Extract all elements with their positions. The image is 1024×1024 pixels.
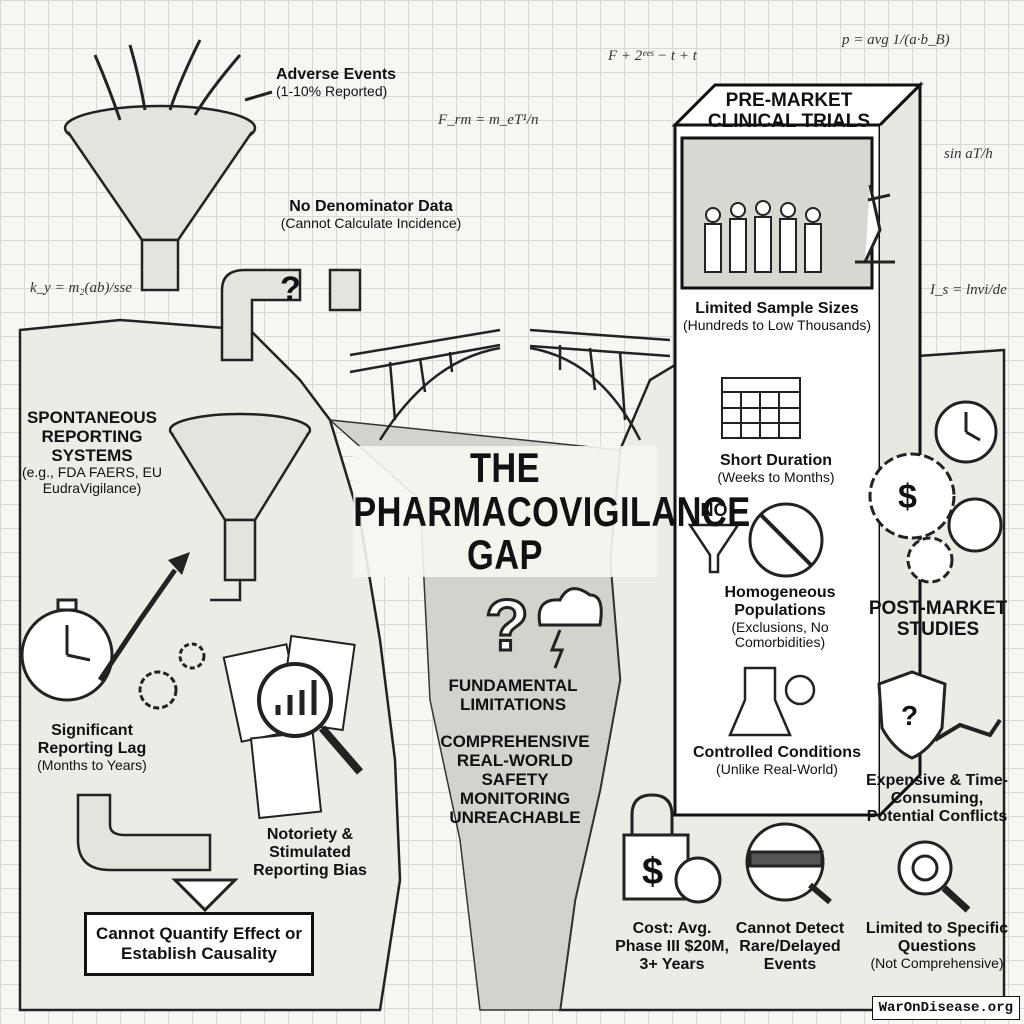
adverse-events-sub: (1-10% Reported) [276, 82, 388, 99]
drain-pipe [76, 793, 212, 872]
expensive-title: Expensive & Time-Consuming, Potential Co… [866, 772, 1008, 825]
postmarket-label: POST-MARKET STUDIES [868, 598, 1008, 641]
no-text: NO [700, 500, 728, 520]
expensive-label: Expensive & Time-Consuming, Potential Co… [862, 772, 1012, 826]
formula-3: F_rm = m_eT¹/n [438, 112, 539, 128]
funnel-lower [168, 412, 312, 602]
controlled-label: Controlled Conditions (Unlike Real-World… [682, 744, 872, 778]
gear-icon [138, 670, 178, 710]
homog-sub: (Exclusions, No Comorbidities) [731, 618, 829, 651]
denominator-label: No Denominator Data (Cannot Calculate In… [262, 198, 480, 232]
homog-title: Homogeneous Populations [724, 584, 836, 619]
dollar-icon: $ [898, 478, 917, 516]
funnel-small-icon [687, 523, 741, 574]
funnel-top [63, 104, 257, 292]
postmarket-title: POST-MARKET STUDIES [868, 598, 1008, 641]
rare-label: Cannot Detect Rare/Delayed Events [730, 920, 850, 974]
microscope-icon [855, 184, 895, 264]
title-line-3: GAP [467, 531, 543, 579]
lock-dollar-icon: $ [642, 851, 663, 893]
handshake-icon [933, 718, 1002, 742]
rare-title: Cannot Detect Rare/Delayed Events [735, 920, 845, 973]
no-label: NO [694, 500, 734, 520]
limited-sub: (Not Comprehensive) [870, 954, 1004, 971]
gear-icon [178, 642, 206, 670]
no-group-icon [748, 502, 824, 578]
calendar-icon [721, 377, 801, 439]
duration-sub: (Weeks to Months) [717, 468, 835, 485]
sample-sub: (Hundreds to Low Thousands) [682, 316, 872, 333]
flask-icon [728, 666, 816, 737]
target-magnifier-icon [897, 840, 971, 913]
shield-question-mark: ? [901, 700, 918, 731]
duration-title: Short Duration [720, 452, 832, 469]
unreachable-label: COMPREHENSIVE REAL-WORLD SAFETY MONITORI… [430, 732, 600, 827]
formula-6: k_y = m₂(ab)/sse [30, 280, 132, 296]
cost-title: Cost: Avg. Phase III $20M, 3+ Years [615, 920, 729, 973]
sample-title: Limited Sample Sizes [695, 300, 859, 317]
limited-title: Limited to Specific Questions [865, 920, 1009, 955]
formula-2: p = avg 1/(a·b_B) [842, 32, 950, 48]
premarket-title: PRE-MARKET CLINICAL TRIALS [707, 90, 871, 133]
limitations-title: FUNDAMENTAL LIMITATIONS [448, 676, 578, 715]
gears-dollar-icon [868, 400, 1003, 584]
adverse-events-label: Adverse Events (1-10% Reported) [276, 66, 426, 100]
crowd-icon [704, 200, 822, 273]
formula-4: sin aT/h [944, 146, 993, 162]
broken-bridge [349, 328, 671, 441]
premarket-box [671, 81, 924, 817]
spontaneous-sub: (e.g., FDA FAERS, EU EudraVigilance) [21, 464, 163, 496]
stopwatch-icon [20, 598, 114, 702]
controlled-title: Controlled Conditions [693, 744, 861, 761]
spontaneous-label: SPONTANEOUS REPORTING SYSTEMS (e.g., FDA… [12, 408, 172, 496]
pipe-broken [220, 268, 362, 362]
rising-arrow [97, 568, 178, 682]
down-arrow-icon [171, 878, 239, 913]
limited-label: Limited to Specific Questions (Not Compr… [862, 920, 1012, 971]
causality-banner: Cannot Quantify Effect or Establish Caus… [84, 912, 314, 976]
sample-label: Limited Sample Sizes (Hundreds to Low Th… [680, 300, 874, 334]
homog-label: Homogeneous Populations (Exclusions, No … [692, 584, 868, 651]
adverse-events-title: Adverse Events [276, 66, 397, 83]
pipe-question-mark: ? [280, 270, 301, 308]
denominator-title: No Denominator Data [289, 198, 453, 215]
cost-label: Cost: Avg. Phase III $20M, 3+ Years [612, 920, 732, 974]
storm-cloud-icon [537, 587, 603, 627]
blindfold-icon [745, 822, 832, 905]
credit-link[interactable]: WarOnDisease.org [871, 996, 1020, 1020]
premarket-label: PRE-MARKET CLINICAL TRIALS [704, 90, 874, 133]
lag-sub: (Months to Years) [37, 756, 147, 773]
lag-label: Significant Reporting Lag (Months to Yea… [22, 722, 162, 773]
main-title: THE PHARMACOVIGILANCE GAP [353, 444, 751, 579]
denominator-sub: (Cannot Calculate Incidence) [280, 214, 462, 231]
lag-title: Significant Reporting Lag [37, 722, 147, 757]
shield-icon [877, 670, 947, 760]
clock-hand [964, 412, 981, 442]
limitations-label: FUNDAMENTAL LIMITATIONS [448, 676, 578, 714]
formula-1: F + 2ᵉᵉˢ − t + t [608, 48, 697, 64]
unreachable-title: COMPREHENSIVE REAL-WORLD SAFETY MONITORI… [440, 732, 590, 828]
controlled-sub: (Unlike Real-World) [716, 760, 838, 777]
question-icon: ? [485, 586, 529, 666]
incoming-arrows [93, 39, 273, 121]
duration-label: Short Duration (Weeks to Months) [686, 452, 866, 486]
bias-label: Notoriety & Stimulated Reporting Bias [240, 826, 380, 880]
spontaneous-title: SPONTANEOUS REPORTING SYSTEMS [26, 408, 158, 466]
formula-5: I_s = lnvi/de [930, 282, 1007, 298]
documents-magnifier-icon [222, 634, 364, 820]
bias-title: Notoriety & Stimulated Reporting Bias [253, 826, 367, 879]
title-line-2: PHARMACOVIGILANCE [353, 487, 751, 535]
title-line-1: THE [469, 444, 541, 491]
lock-icon [622, 793, 722, 904]
